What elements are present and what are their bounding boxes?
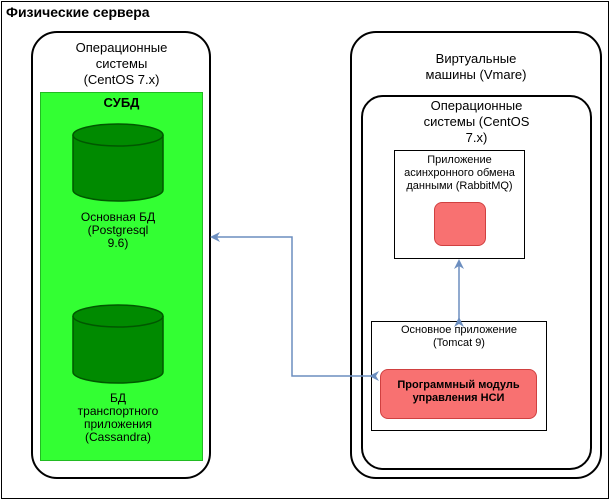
vm-os-label: Операционные системы (CentOS 7.x) — [423, 98, 530, 145]
nsi-module — [380, 369, 537, 419]
main-app-label: Основное приложение (Tomcat 9) — [400, 324, 518, 349]
db-to-app-arrow — [210, 232, 379, 381]
nsi-module-label: Программный модуль управления НСИ — [397, 379, 520, 404]
diagram-title: Физические сервера — [6, 4, 150, 20]
cassandra-db-cylinder — [72, 304, 164, 384]
cassandra-db-label: БД транспортного приложения (Cassandra) — [77, 391, 159, 444]
vm-label: Виртуальные машины (Vmare) — [425, 51, 527, 82]
main-db-label: Основная БД (Postgresql 9.6) — [80, 210, 156, 250]
main-db-cylinder — [72, 123, 164, 202]
rabbitmq-component — [434, 202, 486, 246]
dbms-label: СУБД — [103, 95, 140, 110]
left-os-label: Операционные системы (CentOS 7.x) — [75, 40, 168, 87]
rabbitmq-label: Приложение асинхронного обмена данными (… — [404, 154, 515, 192]
